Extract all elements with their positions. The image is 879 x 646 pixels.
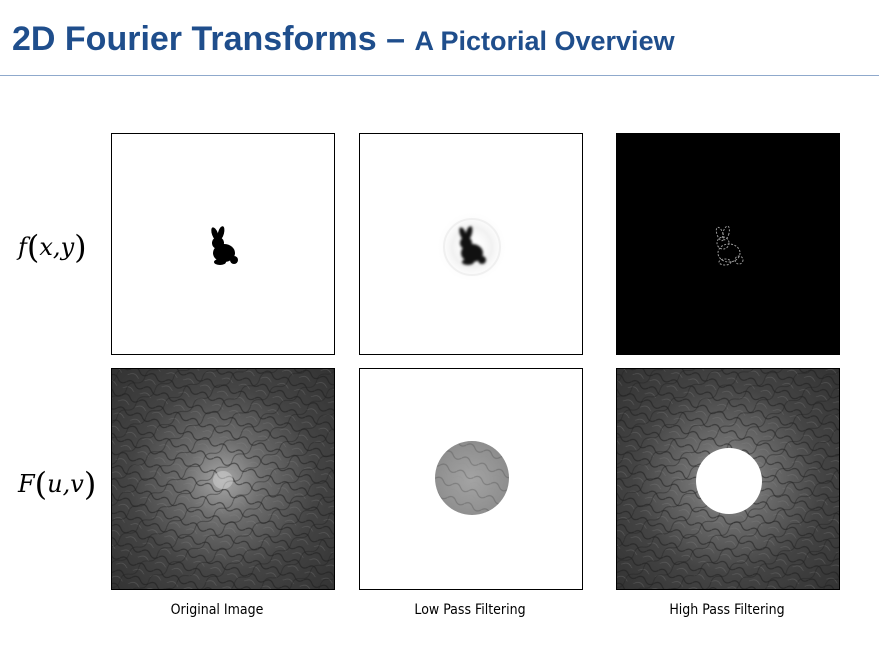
edge-bunny-image [617,134,839,354]
panel-highpass-spectrum [616,368,840,590]
slide-title-main: 2D Fourier Transforms [12,20,377,58]
row-label-arg2: y [60,233,75,261]
row-label-fn: f [18,233,27,261]
highpass-spectrum-image [617,369,839,589]
spectrum-image [112,369,334,589]
caption-low-pass: Low Pass Filtering [414,602,526,618]
row-label-arg1: u [47,470,63,498]
title-rule [0,75,879,76]
slide-title-subtitle: A Pictorial Overview [414,26,675,56]
panel-original-image [111,133,335,355]
panel-lowpass-spectrum [359,368,583,590]
row-label-spatial: f(x,y) [18,228,87,266]
row-label-fn: F [18,470,35,498]
blurred-bunny-image [360,134,582,354]
lowpass-spectrum-image [360,369,582,589]
caption-original-image: Original Image [170,602,264,618]
row-label-arg1: x [39,233,53,261]
panel-highpass-image [616,133,840,355]
panel-original-spectrum [111,368,335,590]
row-label-frequency: F(u,v) [18,465,97,503]
bunny-image [112,134,334,354]
slide-title-dash: – [376,20,415,58]
caption-high-pass: High Pass Filtering [669,602,785,618]
row-label-arg2: v [70,470,84,498]
slide-title: 2D Fourier Transforms – A Pictorial Over… [12,20,675,59]
panel-lowpass-image [359,133,583,355]
